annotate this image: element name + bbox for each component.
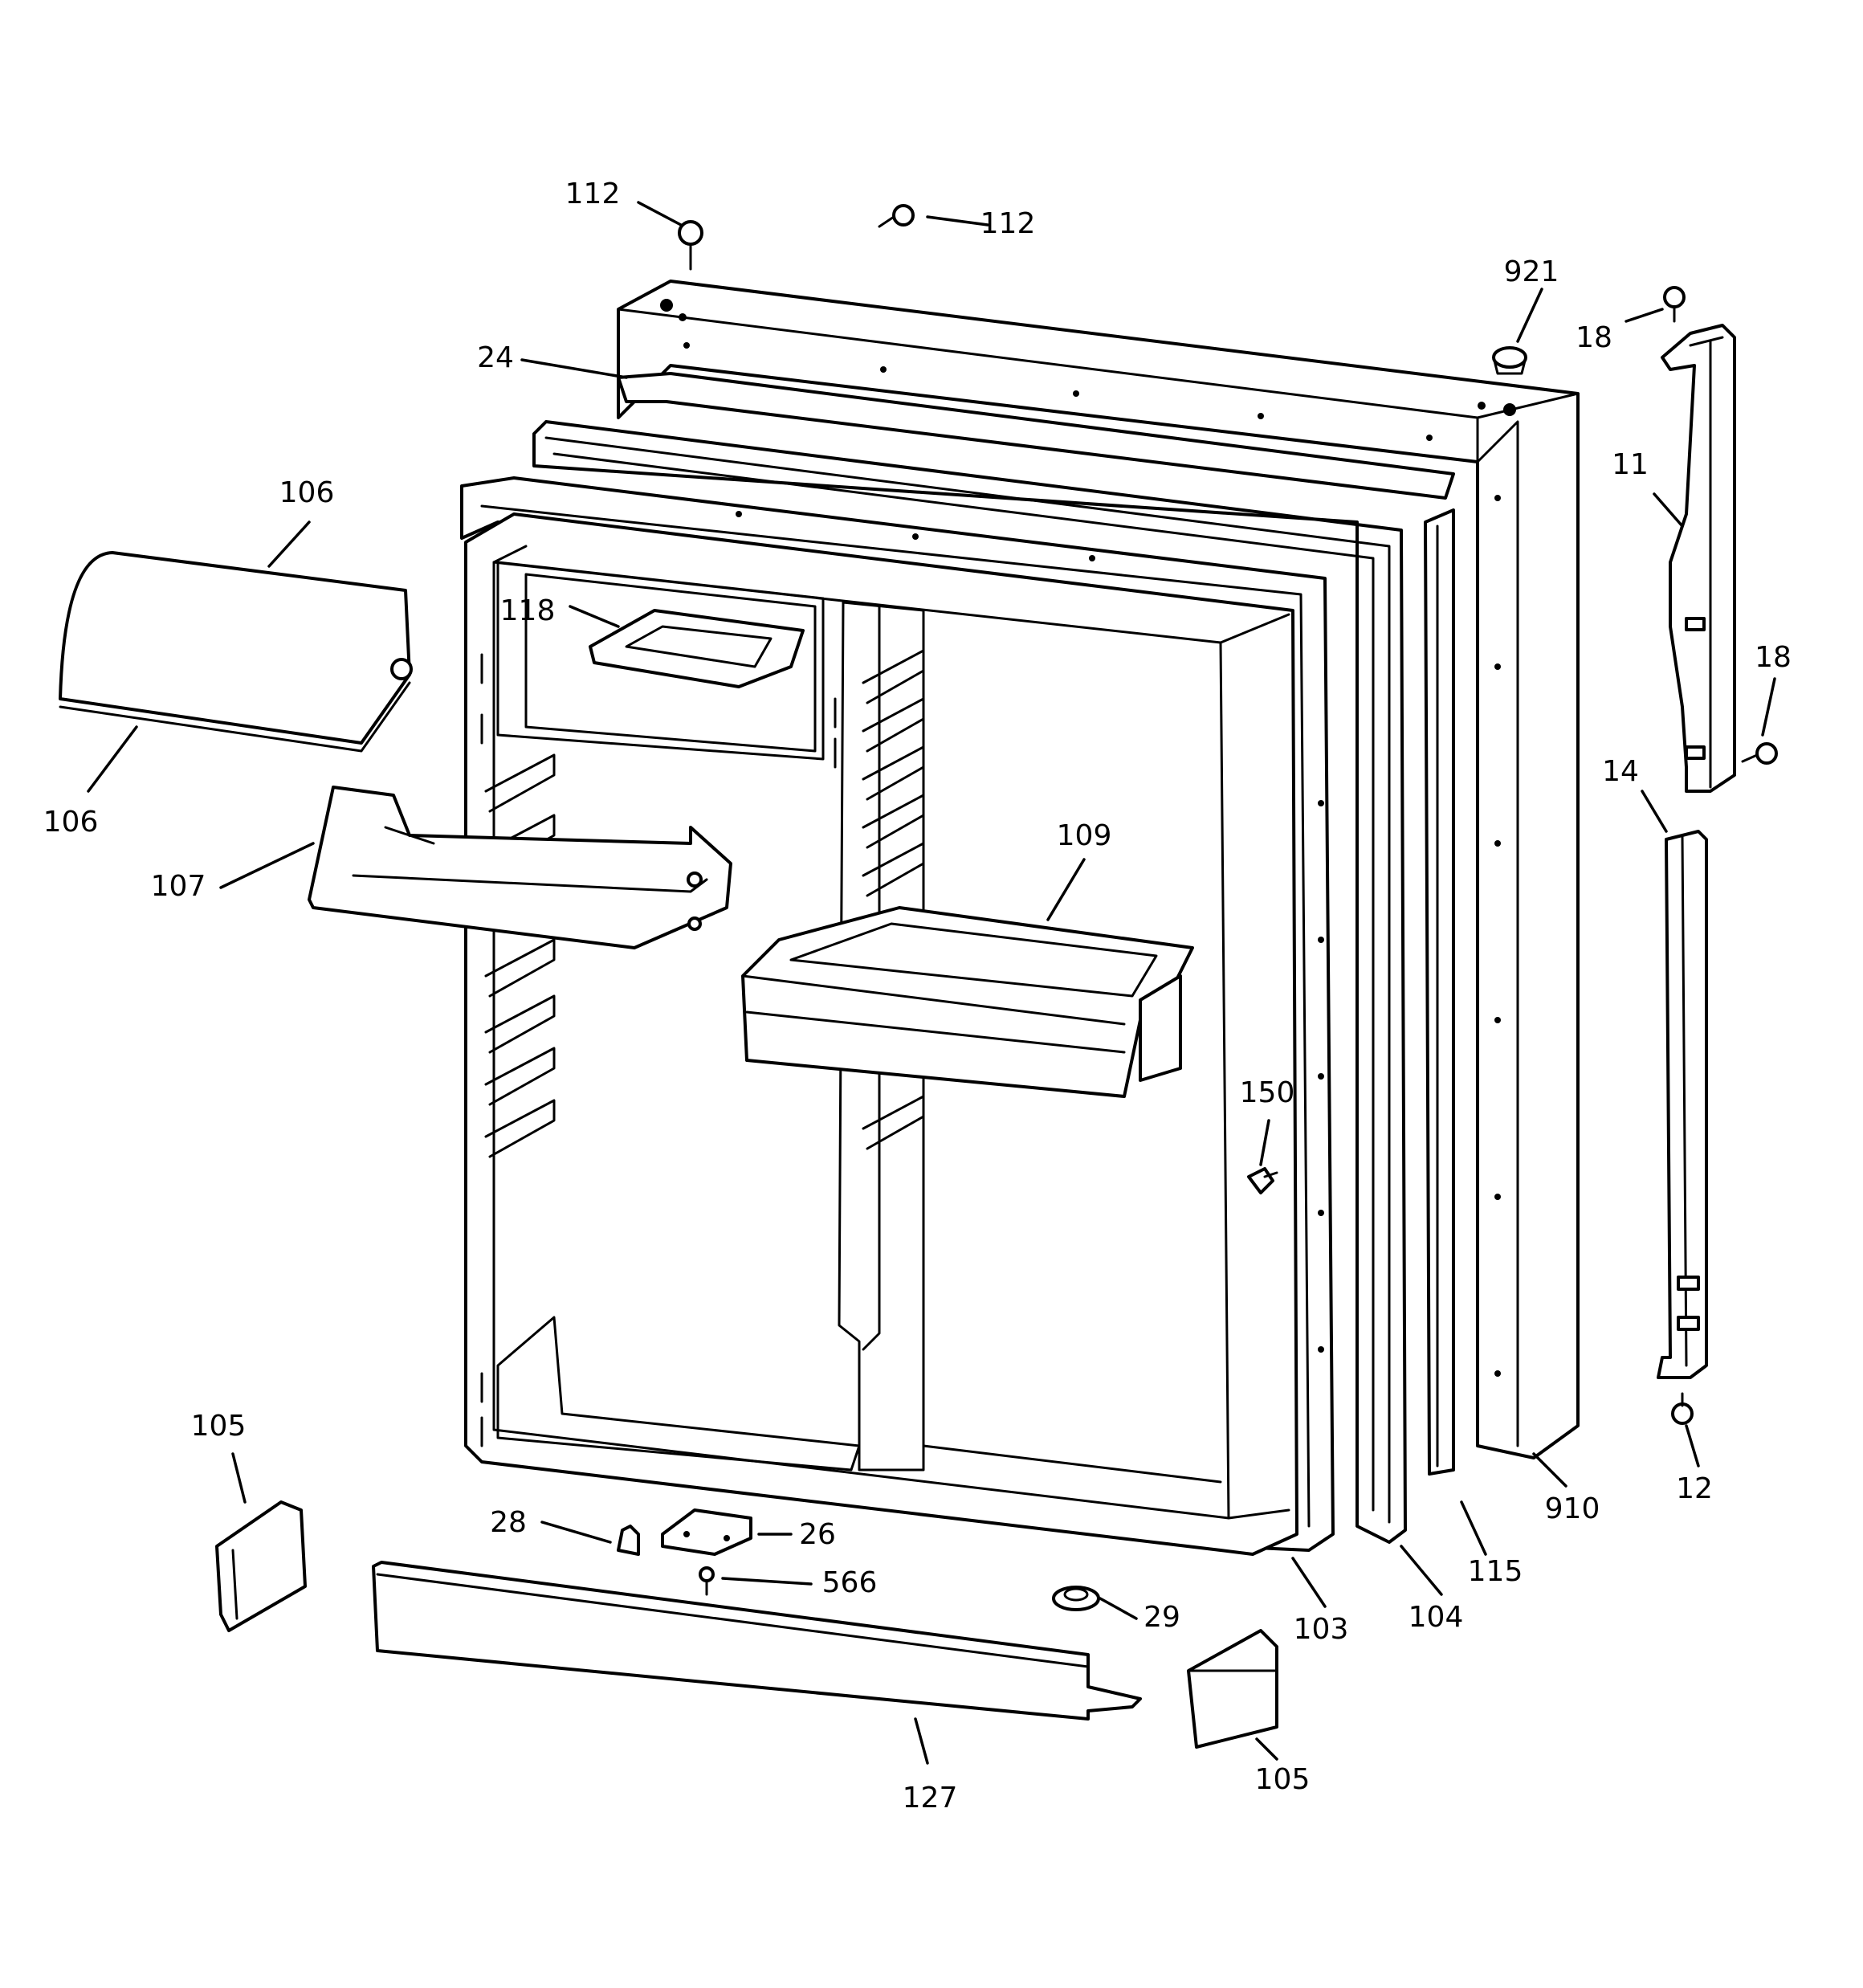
callout-921: 921: [1504, 255, 1559, 288]
part-109-door-bin: [741, 906, 1194, 1098]
callout-115: 115: [1468, 1555, 1523, 1588]
callout-26: 26: [799, 1518, 836, 1551]
callout-112b: 112: [980, 207, 1036, 240]
callout-103: 103: [1294, 1613, 1349, 1646]
callout-910: 910: [1545, 1492, 1600, 1525]
callout-106a: 106: [279, 476, 335, 509]
part-107-shelf: [308, 786, 732, 949]
part-106-dairy-door: [59, 551, 413, 753]
part-28-26-566-29-small-parts: [617, 1508, 1100, 1611]
callout-150: 150: [1240, 1076, 1295, 1109]
callout-112a: 112: [565, 178, 621, 210]
callout-105a: 105: [191, 1410, 247, 1443]
callout-labels: 112 112 921 18 24 11 106 118 18 106 14 1…: [43, 178, 1792, 1815]
callout-14: 14: [1602, 755, 1639, 788]
callout-105b: 105: [1255, 1763, 1311, 1796]
part-11-hinge: [1661, 324, 1736, 793]
part-14-hinge-bar: [1657, 830, 1708, 1379]
part-127-bottom-trim: [372, 1561, 1142, 1721]
part-921-plug: [1492, 346, 1527, 375]
callout-106b: 106: [43, 806, 99, 839]
callout-24: 24: [477, 341, 514, 374]
callout-18a: 18: [1576, 321, 1612, 354]
callout-109: 109: [1057, 819, 1112, 852]
callout-11: 11: [1612, 448, 1649, 481]
callout-118: 118: [500, 594, 556, 627]
part-115-side-strip: [1424, 508, 1455, 1476]
part-18-screws: [1663, 286, 1778, 765]
part-104-door-gasket: [532, 420, 1407, 1544]
part-910-outer-door: [617, 280, 1580, 1459]
callout-104: 104: [1408, 1601, 1464, 1634]
part-105-end-caps: [215, 1500, 1278, 1749]
callout-566: 566: [822, 1566, 878, 1599]
part-24-top-strip: [617, 372, 1455, 500]
part-118-tray: [589, 609, 805, 688]
callout-29: 29: [1143, 1601, 1180, 1634]
callout-12: 12: [1676, 1472, 1713, 1505]
callout-107: 107: [151, 870, 206, 903]
callout-18b: 18: [1755, 641, 1792, 674]
part-150-screw: [1247, 1167, 1278, 1194]
part-12-screw: [1671, 1392, 1694, 1425]
callout-127: 127: [903, 1782, 958, 1815]
callout-28: 28: [490, 1506, 527, 1539]
part-112-screws: [678, 204, 915, 271]
callout-leader-lines: [87, 201, 1776, 1765]
